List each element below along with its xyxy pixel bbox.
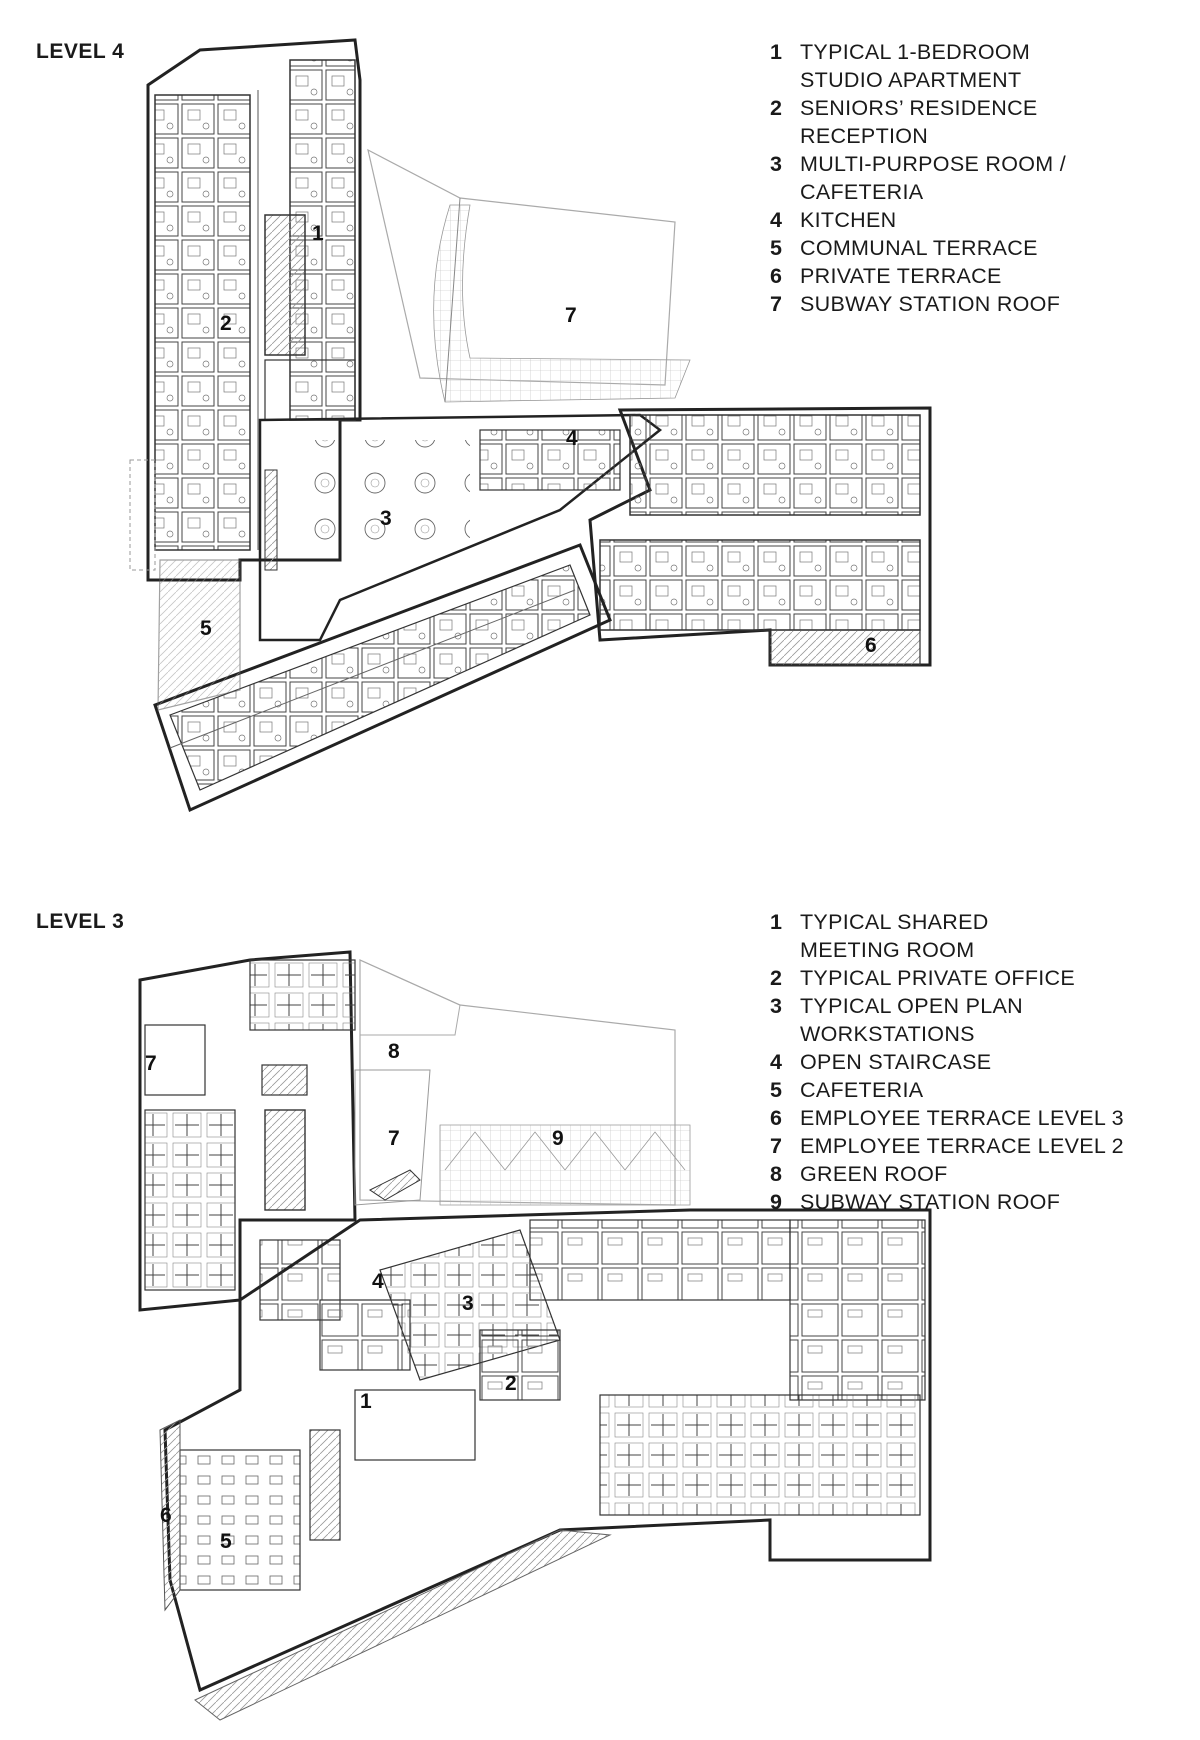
l4-label-4: 4 [566,427,578,450]
employee-terrace-l2 [354,1069,431,1206]
l3-label-3: 3 [462,1292,474,1315]
l3-label-2: 2 [505,1372,517,1395]
l4-label-5: 5 [200,617,212,640]
level-3-north-wing [138,950,357,1321]
subway-station-roof-l4 [367,148,691,403]
l4-label-6: 6 [865,634,877,657]
l3-label-5: 5 [220,1530,232,1553]
level-3-central-block [163,1169,932,1693]
level-4-panel: LEVEL 4 [36,38,1170,813]
level-4-north-wing [146,38,362,582]
level-3-title: LEVEL 3 [36,910,125,933]
l3-label-8: 8 [388,1040,400,1063]
l3-label-7-north: 7 [145,1052,157,1075]
level-4-central-block [258,413,663,642]
level-4-floor-plan: 1 2 3 4 5 6 7 [129,38,932,813]
level-4-east-wing [588,406,932,667]
level-4-room-labels: 1 2 3 4 5 6 7 [200,222,877,657]
l3-label-4: 4 [372,1270,384,1293]
subway-station-roof-l3 [359,959,691,1206]
level-4-title: LEVEL 4 [36,40,125,63]
l4-label-7: 7 [565,304,577,327]
l3-label-6: 6 [160,1504,172,1527]
l4-label-3: 3 [380,507,392,530]
level-3-cafeteria-zone [159,1419,612,1721]
l3-label-9: 9 [552,1127,564,1150]
l4-label-1: 1 [312,222,324,245]
level-4-south-wing [153,543,612,813]
level-3-room-labels: 1 2 3 4 5 6 7 7 8 9 [145,1040,564,1553]
level-3-floor-plan: 1 2 3 4 5 6 7 7 8 9 [138,950,932,1721]
level-3-panel: LEVEL 3 [0,870,1200,1740]
l3-label-1: 1 [360,1390,372,1413]
l4-label-2: 2 [220,312,232,335]
l3-label-7-east: 7 [388,1127,400,1150]
communal-terrace-l4 [129,459,241,711]
green-roof-l3 [359,959,461,1036]
